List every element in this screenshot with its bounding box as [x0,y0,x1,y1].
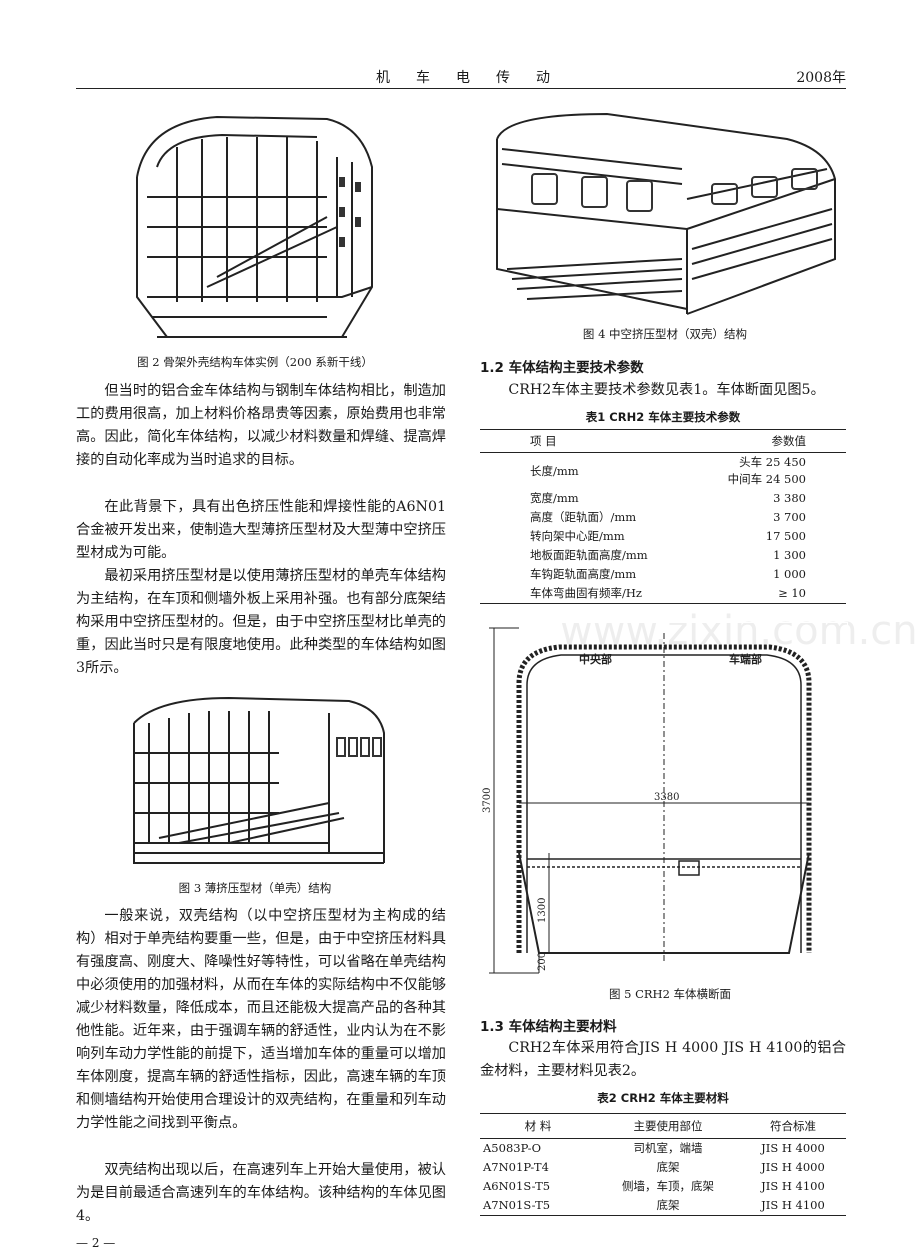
table-cell: 车钩距轨面高度/mm [530,567,637,581]
table-1-caption: 表1 CRH2 车体主要技术参数 [585,410,741,424]
table-header: 符合标准 [740,1113,846,1139]
table-row: 车体弯曲固有频率/Hz≥ 10 [480,584,846,604]
table-cell: 3 380 [773,491,806,505]
section-text: CRH2车体采用符合JIS H 4000 JIS H 4100的铝合金材料，主要… [480,1040,846,1079]
sub-label: 头车 [739,455,763,469]
table-cell: 底架 [596,1196,740,1216]
table-cell: 转向架中心距/mm [530,529,625,543]
table-cell: 1 300 [773,548,806,562]
fig5-width-dim: 3380 [654,792,679,803]
table-header: 参数值 [693,429,846,453]
figure-4-caption: 图 4 中空挤压型材（双壳）结构 [582,327,748,341]
fig5-label-end: 车端部 [729,652,762,666]
table-cell: 高度（距轨面）/mm [530,510,637,524]
table-cell: A6N01S-T5 [483,1179,551,1193]
figure-5-image: 中央部 车端部 3380 3700 1300 200 [478,622,848,984]
journal-title: 机车电传动 [376,70,576,86]
figure-3-image [128,692,390,874]
table-cell: JIS H 4000 [761,1160,825,1174]
table-cell: 头车 25 450 中间车 24 500 [694,453,846,490]
table-cell: 司机室，端墙 [633,1141,703,1155]
fig5-floor-dim: 1300 [537,898,548,923]
paragraph: 在此背景下，具有出色挤压性能和焊接性能的A6N01合金被开发出来，使制造大型薄挤… [76,499,446,561]
table-row: A7N01P-T4 底架 JIS H 4000 [480,1158,846,1177]
table-cell: 1 000 [773,567,806,581]
table-cell: 地板面距轨面高度/mm [530,548,648,562]
table-cell: JIS H 4000 [761,1141,825,1155]
table-cell: ≥ 10 [693,584,846,604]
table-1: 项 目 参数值 长度/mm 头车 25 450 中间车 24 500 宽度/mm… [480,429,846,604]
table-row: 转向架中心距/mm 17 500 [480,527,846,546]
figure-3-caption: 图 3 薄挤压型材（单壳）结构 [178,881,332,895]
page-number: — 2 — [76,1236,116,1250]
figure-5-caption: 图 5 CRH2 车体横断面 [608,987,732,1001]
table-row: 车钩距轨面高度/mm 1 000 [480,565,846,584]
value: 24 500 [765,472,806,486]
figure-2-image [126,106,388,348]
section-text: CRH2车体主要技术参数见表1。车体断面见图5。 [508,382,825,398]
table-cell: 宽度/mm [530,491,579,505]
running-header: 机车电传动 2008年 [76,64,846,89]
table-cell: JIS H 4100 [761,1179,825,1193]
table-2-caption: 表2 CRH2 车体主要材料 [597,1091,729,1105]
section-heading: 1.2 车体结构主要技术参数 [480,360,644,376]
value: 25 450 [765,455,806,469]
table-cell: JIS H 4100 [740,1196,846,1216]
table-cell: 3 700 [773,510,806,524]
table-row: A6N01S-T5 侧墙，车顶，底架 JIS H 4100 [480,1177,846,1196]
table-cell: 长度/mm [530,463,579,478]
paragraph: 最初采用挤压型材是以使用薄挤压型材的单壳车体结构为主结构，在车顶和侧墙外板上采用… [76,568,446,676]
table-row: 宽度/mm 3 380 [480,489,846,508]
table-row: 地板面距轨面高度/mm 1 300 [480,546,846,565]
journal-year: 2008年 [796,70,846,86]
fig5-label-center: 中央部 [579,652,612,666]
figure-2-caption: 图 2 骨架外壳结构车体实例（200 系新干线） [137,355,373,369]
table-cell: 17 500 [765,529,806,543]
table-cell: A7N01S-T5 [480,1196,596,1216]
table-header: 主要使用部位 [596,1113,740,1139]
fig5-height-dim: 3700 [482,788,493,813]
section-heading: 1.3 车体结构主要材料 [480,1019,617,1035]
table-header: 材 料 [480,1113,596,1139]
table-header: 项 目 [480,429,694,453]
table-cell: A7N01P-T4 [483,1160,549,1174]
table-cell: 车体弯曲固有频率/Hz [480,584,694,604]
table-2: 材 料 主要使用部位 符合标准 A5083P-O 司机室，端墙 JIS H 4000… [480,1113,846,1216]
table-row: 高度（距轨面）/mm 3 700 [480,508,846,527]
table-cell: 底架 [656,1160,680,1174]
paragraph: 一般来说，双壳结构（以中空挤压型材为主构成的结构）相对于单壳结构要重一些，但是，… [76,908,446,1131]
table-cell: 侧墙，车顶，底架 [622,1179,714,1193]
paragraph: 但当时的铝合金车体结构与钢制车体结构相比，制造加工的费用很高，加上材料价格昂贵等… [76,383,446,468]
table-row: A5083P-O 司机室，端墙 JIS H 4000 [480,1139,846,1159]
paragraph: 双壳结构出现以后，在高速列车上开始大量使用，被认为是目前最适合高速列车的车体结构… [76,1162,446,1224]
table-cell: A5083P-O [483,1141,541,1155]
table-row: 长度/mm 头车 25 450 中间车 24 500 [480,453,846,490]
sub-label: 中间车 [727,472,763,486]
figure-4-image [486,108,846,318]
fig5-base-dim: 200 [537,952,548,971]
